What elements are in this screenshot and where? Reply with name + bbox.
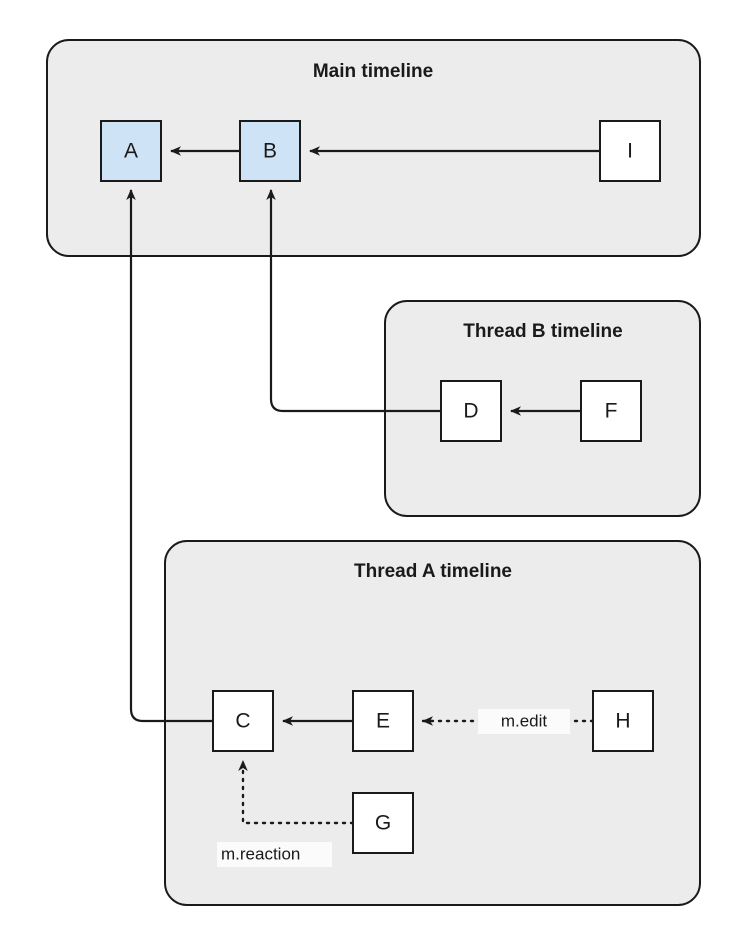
node-h-label: H	[615, 710, 630, 733]
edge-label-m-reaction-text: m.reaction	[221, 844, 300, 863]
node-i[interactable]: I	[599, 120, 661, 182]
node-a-label: A	[124, 140, 138, 163]
edge-g-to-c	[238, 759, 355, 825]
node-d-box[interactable]	[440, 380, 502, 442]
edge-c-to-a	[126, 189, 213, 723]
node-f-label: F	[605, 400, 618, 423]
node-g[interactable]: G	[352, 792, 414, 854]
node-i-label: I	[627, 140, 633, 163]
edge-label-m-reaction: m.reaction	[217, 842, 332, 867]
node-b[interactable]: B	[239, 120, 301, 182]
node-b-label: B	[263, 140, 277, 163]
node-i-box[interactable]	[599, 120, 661, 182]
edge-label-m-edit: m.edit	[478, 709, 570, 734]
node-h[interactable]: H	[592, 690, 654, 752]
node-b-box[interactable]	[239, 120, 301, 182]
node-a-box[interactable]	[100, 120, 162, 182]
group-main-timeline-title: Main timeline	[313, 61, 433, 82]
node-c-box[interactable]	[212, 690, 274, 752]
group-thread-b-timeline: Thread B timeline	[384, 300, 701, 517]
group-main-timeline: Main timeline	[46, 39, 701, 257]
node-f-box[interactable]	[580, 380, 642, 442]
group-thread-b-timeline-title: Thread B timeline	[463, 321, 622, 342]
node-h-box[interactable]	[592, 690, 654, 752]
group-thread-b-timeline-box	[384, 300, 701, 517]
node-e[interactable]: E	[352, 690, 414, 752]
node-a[interactable]: A	[100, 120, 162, 182]
node-g-label: G	[375, 812, 391, 835]
node-f[interactable]: F	[580, 380, 642, 442]
node-e-label: E	[376, 710, 390, 733]
group-main-timeline-box	[46, 39, 701, 257]
node-d[interactable]: D	[440, 380, 502, 442]
edge-label-m-reaction-bg	[217, 842, 332, 867]
node-g-box[interactable]	[352, 792, 414, 854]
node-c-label: C	[235, 710, 250, 733]
node-c[interactable]: C	[212, 690, 274, 752]
edge-label-m-edit-text: m.edit	[501, 711, 548, 730]
group-thread-a-timeline-title: Thread A timeline	[354, 561, 512, 582]
node-d-label: D	[463, 400, 478, 423]
edge-d-to-b	[266, 189, 441, 413]
node-e-box[interactable]	[352, 690, 414, 752]
edge-label-m-edit-bg	[478, 709, 570, 734]
